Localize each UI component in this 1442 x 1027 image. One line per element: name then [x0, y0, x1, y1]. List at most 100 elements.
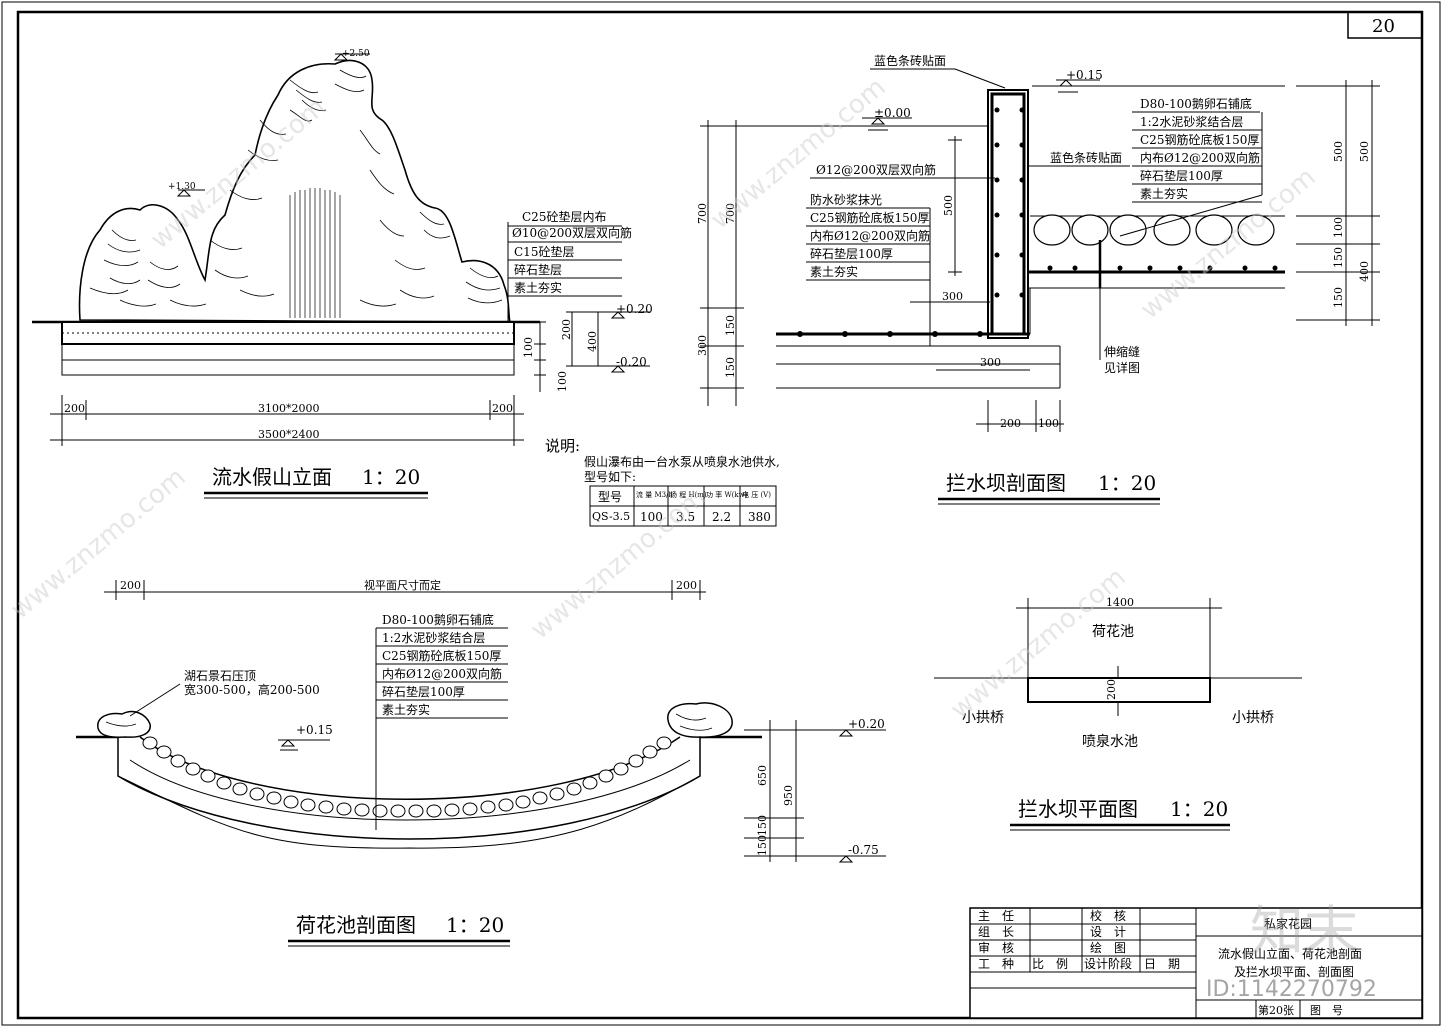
dam-joint-1: 伸缩缝	[1104, 344, 1140, 359]
plan-title: 拦水坝平面图	[1018, 797, 1138, 821]
note-line2: 型号如下:	[584, 469, 636, 484]
lotus-layer-2: 1:2水泥砂浆结合层	[382, 630, 485, 645]
lotus-level-water: +0.15	[296, 723, 333, 737]
dam-rebar: Ø12@200双层双向筋	[816, 162, 936, 177]
page-number: 20	[1372, 16, 1395, 37]
watermark-text: www.znzmo.com	[5, 462, 191, 625]
dam-level-left: ±0.00	[874, 106, 911, 120]
dam-plan: 1400 200 荷花池 喷泉水池 小拱桥 小拱桥 拦水坝平面图 1：20	[934, 596, 1302, 831]
dam-right-leader	[1119, 111, 1263, 237]
lotus-layer-1: D80-100鹅卵石铺底	[382, 612, 494, 627]
elev-dim-right: 200	[492, 402, 513, 415]
lotus-dim-v2: 950	[782, 785, 795, 806]
dam-right-layer-5: 碎石垫层100厚	[1140, 168, 1223, 183]
watermark-layer: www.znzmo.com www.znzmo.com www.znzmo.co…	[5, 72, 1358, 963]
lotus-pond-section: 200 视平面尺寸而定 200 湖石景石压顶 宽300-500，高200-500…	[76, 578, 886, 947]
horizontal-dimension	[50, 395, 524, 446]
elev-title: 流水假山立面	[212, 465, 332, 489]
base-soil	[61, 359, 515, 376]
lotus-layer-4: 内布Ø12@200双向筋	[382, 666, 502, 681]
rebar-dots	[797, 107, 1278, 337]
elev-dim-total: 3500*2400	[258, 428, 320, 441]
dam-tile-top: 蓝色条砖贴面	[874, 53, 946, 68]
pump-h-power: 功 率 W(kw)	[706, 490, 748, 499]
lotus-layer-leader	[375, 627, 508, 830]
pond-pebbles	[142, 736, 672, 818]
dam-right-layer-6: 素土夯实	[1140, 186, 1188, 201]
rock-texture	[89, 69, 503, 307]
note-heading: 说明:	[545, 437, 580, 455]
elev-dim-v2: 400	[586, 331, 599, 352]
lotus-dim-v4: 150	[756, 835, 769, 856]
level-bottom: -0.20	[616, 355, 647, 369]
plan-dim-width: 1400	[1106, 596, 1134, 609]
dam-dim-300b: 300	[980, 356, 1001, 369]
pump-volt: 380	[748, 510, 771, 524]
lotus-dim-mid: 视平面尺寸而定	[364, 578, 441, 592]
dam-joint-2: 见详图	[1104, 360, 1140, 375]
plan-scale: 1：20	[1170, 797, 1228, 821]
dam-left-layer-1: 防水砂浆抹光	[810, 192, 882, 207]
plan-bridge-left: 小拱桥	[962, 710, 1004, 726]
tb-role-1: 主 任	[978, 909, 1014, 923]
level-mark	[278, 739, 330, 751]
lotus-level-bottom: -0.75	[848, 843, 879, 857]
pond-basin-inner	[117, 737, 701, 840]
dam-dim-r6: 150	[1332, 287, 1345, 308]
tb-role-2: 组 长	[978, 925, 1014, 939]
pond-basin-top	[139, 736, 681, 800]
elev-dim-mid: 3100*2000	[258, 402, 320, 415]
dam-right-layer-4: 内布Ø12@200双向筋	[1140, 150, 1260, 165]
level-mark	[333, 53, 370, 61]
tb-role2-1: 校 核	[1090, 908, 1126, 923]
rock-note-1: 湖石景石压顶	[184, 668, 256, 683]
elev-layer-1: C25砼垫层内布	[522, 209, 606, 224]
pump-note: 说明: 假山瀑布由一台水泵从喷泉水池供水, 型号如下: 型号 流 量 M3/h …	[545, 437, 780, 527]
dam-left-leader	[806, 207, 931, 346]
level-mark	[176, 189, 205, 197]
pump-table	[589, 485, 777, 527]
tb-sheet-no: 第20张	[1258, 1003, 1294, 1017]
dam-dim-l5: 150	[724, 357, 737, 378]
tb-role2-4: 设计阶段	[1084, 956, 1132, 971]
base-gravel	[61, 343, 515, 361]
lotus-dim-right: 200	[676, 579, 697, 592]
dam-dim-l2: 700	[724, 203, 737, 224]
waterfall	[289, 188, 341, 318]
dam-right-layer-2: 1:2水泥砂浆结合层	[1140, 114, 1243, 129]
level-mark	[604, 311, 650, 319]
elev-scale: 1：20	[362, 465, 420, 489]
dam-dims-left	[700, 120, 1064, 432]
elev-dim-v4: 100	[556, 371, 569, 392]
lotus-dim-left: 200	[120, 579, 141, 592]
pump-flow: 100	[640, 510, 663, 524]
dam-dim-200: 200	[1000, 417, 1021, 430]
pump-power: 2.2	[712, 510, 731, 524]
dam-dim-r4: 150	[1332, 247, 1345, 268]
dam-dim-100: 100	[1038, 417, 1059, 430]
lotus-level-top: +0.20	[848, 717, 885, 731]
pump-h-head: 扬 程 H(m)	[670, 490, 707, 499]
lotus-layer-5: 碎石垫层100厚	[382, 684, 465, 699]
level-mark	[838, 855, 854, 863]
sheet-border-inner	[16, 10, 1424, 1020]
level-mark	[604, 365, 650, 373]
lotus-layer-6: 素土夯实	[382, 702, 430, 717]
tb-drawing-2: 及拦水坝平面、剖面图	[1234, 965, 1354, 979]
dam-plan-wall	[1027, 677, 1211, 703]
plan-dim-thk: 200	[1105, 679, 1118, 700]
tb-role2-2: 设 计	[1090, 925, 1126, 939]
dam-title: 拦水坝剖面图	[946, 471, 1066, 495]
plan-bridge-right: 小拱桥	[1232, 710, 1274, 726]
dam-scale: 1：20	[1098, 471, 1156, 495]
elev-dim-v3: 100	[522, 337, 535, 358]
dam-dim-l3: 150	[724, 315, 737, 336]
dam-dim-r5: 400	[1358, 261, 1371, 282]
plan-pond: 荷花池	[1092, 624, 1134, 640]
note-line1: 假山瀑布由一台水泵从喷泉水池供水,	[584, 454, 780, 469]
level-mark	[1056, 79, 1100, 93]
tb-role2-3: 绘 图	[1090, 940, 1126, 955]
tb-role-4: 工 种	[978, 957, 1014, 971]
dam-dims-right	[1296, 80, 1380, 326]
lotus-dim-v1: 650	[756, 765, 769, 786]
